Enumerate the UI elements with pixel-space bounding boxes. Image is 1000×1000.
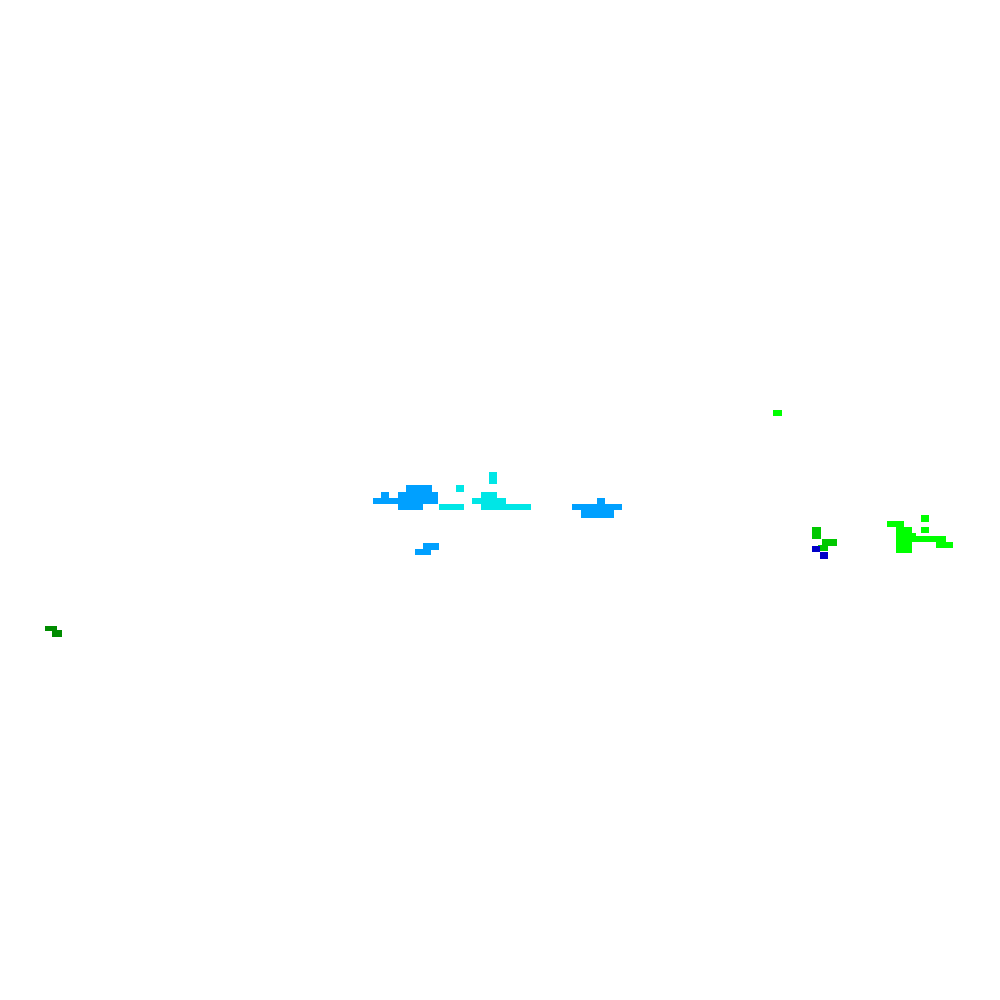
echo-blue-speck-mid-right bbox=[812, 546, 828, 559]
echo-blue-cluster-left bbox=[373, 485, 438, 510]
echo-cell bbox=[415, 549, 431, 555]
echo-cell bbox=[597, 498, 605, 505]
echo-cell bbox=[481, 504, 531, 510]
echo-cell bbox=[381, 492, 389, 498]
echo-cell bbox=[921, 515, 929, 522]
echo-cell bbox=[818, 545, 828, 551]
echo-cell bbox=[472, 498, 506, 504]
echo-cell bbox=[572, 504, 622, 510]
echo-cell bbox=[423, 543, 439, 550]
echo-green-cluster-mid-right bbox=[812, 527, 837, 551]
echo-cell bbox=[398, 492, 438, 500]
echo-cell bbox=[820, 552, 828, 559]
echo-cell bbox=[921, 527, 929, 533]
echo-cell bbox=[896, 539, 912, 553]
echo-cell bbox=[456, 485, 464, 492]
echo-green-cluster-far-right bbox=[887, 515, 953, 553]
echo-cell bbox=[373, 498, 438, 504]
echo-cell bbox=[812, 527, 821, 539]
echo-cell bbox=[896, 533, 916, 540]
echo-cell bbox=[481, 492, 497, 500]
echo-cell bbox=[439, 504, 464, 510]
echo-cell bbox=[812, 546, 820, 552]
echo-cell bbox=[45, 626, 57, 631]
echo-cell bbox=[887, 521, 904, 527]
echo-dark-green-speck-left bbox=[45, 626, 62, 637]
echo-cell bbox=[489, 472, 497, 484]
echo-green-speck-top-right bbox=[773, 410, 782, 416]
echo-cell bbox=[896, 527, 912, 533]
echo-cell bbox=[773, 410, 782, 416]
echo-cell bbox=[398, 504, 423, 510]
echo-cell bbox=[581, 510, 614, 518]
echo-cell bbox=[912, 536, 946, 542]
echo-cyan-cluster-center bbox=[439, 485, 531, 510]
echo-cell bbox=[936, 542, 953, 548]
echo-blue-cluster-right bbox=[572, 498, 622, 518]
echo-cell bbox=[822, 539, 837, 546]
echo-cell bbox=[52, 630, 62, 637]
echo-blue-small-lower bbox=[415, 543, 439, 555]
echo-cell bbox=[406, 485, 432, 493]
echo-cyan-top bbox=[489, 472, 497, 484]
